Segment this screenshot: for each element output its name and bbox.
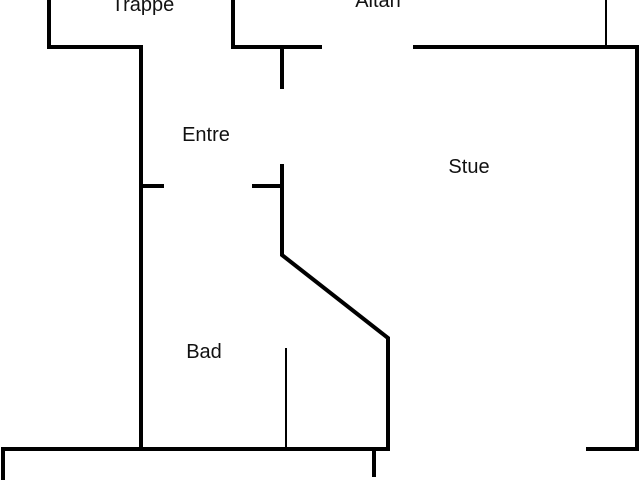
wall-stue-top-right xyxy=(413,45,639,451)
room-label-bad: Bad xyxy=(186,341,222,363)
room-label-entre: Entre xyxy=(182,124,230,146)
wall-bad-right xyxy=(280,164,390,451)
wall-altan-left xyxy=(231,0,322,49)
room-label-trappe: Trappe xyxy=(112,0,175,16)
room-label-stue: Stue xyxy=(448,156,489,178)
wall-bottom xyxy=(1,447,390,480)
wall-trappe xyxy=(47,0,143,451)
room-label-altan: Altan xyxy=(355,0,401,12)
